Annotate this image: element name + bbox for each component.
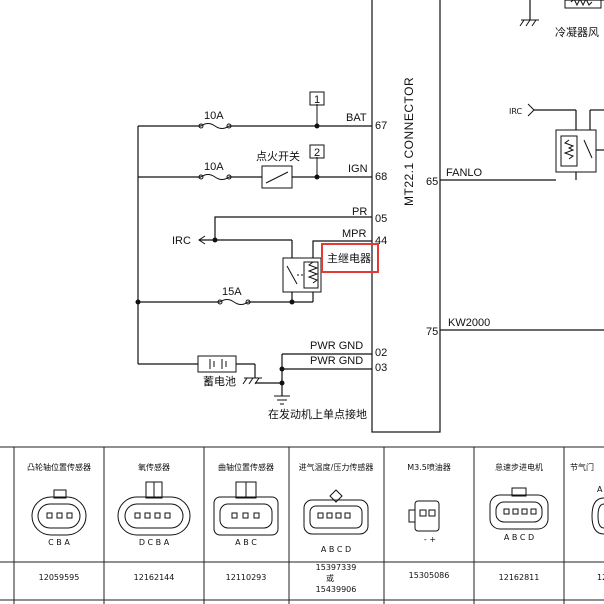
pin-kw2000-num: 75 bbox=[426, 326, 438, 338]
part-number: 12162144 bbox=[134, 573, 175, 582]
table-header: 进气温度/压力传感器 bbox=[299, 462, 374, 472]
pin-pwrgnd1-name: PWR GND bbox=[310, 340, 363, 352]
o2-sensor-connector-icon bbox=[117, 481, 191, 536]
irc-label-right: IRC bbox=[509, 107, 523, 116]
marker-1: 1 bbox=[314, 94, 320, 106]
fuse-2-term bbox=[226, 174, 232, 180]
injector-connector-icon bbox=[408, 500, 440, 532]
main-relay-highlight bbox=[321, 243, 379, 273]
part-number: 12110293 bbox=[226, 573, 267, 582]
ignition-switch-label: 点火开关 bbox=[256, 149, 300, 163]
fuse-1 bbox=[200, 123, 230, 129]
pin-bat-num: 67 bbox=[375, 120, 387, 132]
fuse-2-term bbox=[198, 174, 204, 180]
pr-wire bbox=[214, 216, 372, 240]
part-number: 15439906 bbox=[316, 585, 357, 594]
main-relay-box bbox=[282, 257, 322, 293]
pin-ign-name: IGN bbox=[348, 163, 368, 175]
ignition-switch-blade bbox=[265, 171, 289, 184]
map-sensor-connector-icon bbox=[303, 489, 369, 535]
pin-bat-name: BAT bbox=[346, 112, 367, 124]
table-header: 凸轮轴位置传感器 bbox=[27, 462, 91, 472]
pin-kw2000-name: KW2000 bbox=[448, 317, 490, 329]
connector-pin-labels: - + bbox=[424, 535, 436, 544]
pwr-gnd-junction bbox=[279, 366, 285, 372]
connector-pin-labels: A B C D bbox=[504, 533, 534, 542]
fan-relay-coil-frame bbox=[560, 135, 578, 167]
marker-2-box bbox=[309, 144, 325, 159]
fan-relay-switch-icon bbox=[583, 139, 593, 159]
relay-coil-icon bbox=[307, 261, 319, 284]
fuse-3-term bbox=[245, 299, 251, 305]
condenser-fan-label: 冷凝器风 bbox=[555, 25, 599, 39]
sensor-table bbox=[0, 446, 604, 604]
relay-switch-icon bbox=[286, 265, 298, 285]
table-header: 氧传感器 bbox=[138, 462, 170, 472]
fuse-3-term bbox=[217, 299, 223, 305]
fuse-1-term bbox=[198, 123, 204, 129]
irc-label-left: IRC bbox=[172, 235, 191, 247]
fuse-1-term bbox=[226, 123, 232, 129]
fan-coil-icon bbox=[570, 0, 593, 7]
pin-pr-num: 05 bbox=[375, 213, 387, 225]
part-number: 12162811 bbox=[499, 573, 540, 582]
fuse-2-label: 10A bbox=[204, 161, 224, 173]
ground-icon bbox=[519, 19, 539, 27]
pin-pwrgnd2-num: 03 bbox=[375, 362, 387, 374]
relay-coil-frame bbox=[303, 261, 319, 289]
pin-mpr-name: MPR bbox=[342, 228, 367, 240]
engine-ground-icon bbox=[274, 395, 290, 405]
fuse-1-label: 10A bbox=[204, 110, 224, 122]
connector-pin-labels: A B C bbox=[235, 538, 257, 547]
fan-component bbox=[564, 0, 602, 9]
pin-ign-num: 68 bbox=[375, 171, 387, 183]
pin-pwrgnd2-name: PWR GND bbox=[310, 355, 363, 367]
main-relay-label: 主继电器 bbox=[327, 252, 371, 265]
bus-junction bbox=[135, 299, 141, 305]
irc-arrow-icon bbox=[198, 235, 206, 245]
part-number: 12059595 bbox=[39, 573, 80, 582]
ecu-connector-box bbox=[371, 0, 441, 433]
battery-label: 蓄电池 bbox=[203, 375, 236, 388]
connector-pin-labels: A B C D bbox=[321, 545, 351, 554]
marker-2: 2 bbox=[314, 147, 320, 159]
pin-fanlo-name: FANLO bbox=[446, 167, 483, 179]
pin-pwrgnd1-num: 02 bbox=[375, 347, 387, 359]
part-number: 15305086 bbox=[409, 571, 450, 580]
connector-pin-labels: D C B A bbox=[139, 538, 170, 547]
table-header: M3.5喷油器 bbox=[407, 462, 451, 472]
connector-pin-labels: C B A bbox=[48, 538, 70, 547]
pin-fanlo-num: 65 bbox=[426, 176, 438, 188]
fan-relay-coil-icon bbox=[563, 139, 575, 160]
ignition-switch-box bbox=[261, 165, 293, 189]
table-header: 节气门 bbox=[570, 462, 594, 472]
table-header: 曲轴位置传感器 bbox=[218, 462, 274, 472]
table-header: 怠速步进电机 bbox=[495, 462, 543, 472]
part-number: 15397339 bbox=[316, 563, 357, 572]
marker-1-box bbox=[309, 91, 325, 106]
fuse-2 bbox=[200, 174, 230, 180]
part-number: 12 bbox=[597, 573, 604, 582]
irc-arrow-icon bbox=[527, 103, 535, 117]
ground-note: 在发动机上单点接地 bbox=[268, 407, 367, 421]
part-number: 或 bbox=[326, 573, 334, 583]
cam-sensor-connector-icon bbox=[31, 489, 87, 536]
battery-box bbox=[197, 355, 237, 373]
crank-sensor-connector-icon bbox=[213, 481, 279, 536]
pin-pr-name: PR bbox=[352, 206, 367, 218]
iac-motor-connector-icon bbox=[489, 487, 549, 530]
pin-mpr-num: 44 bbox=[375, 235, 387, 247]
fuse-3 bbox=[219, 299, 249, 305]
mpr-wire bbox=[312, 240, 372, 258]
connector-pin-labels: A bbox=[597, 485, 603, 494]
connector-title: MT22.1 CONNECTOR bbox=[402, 77, 416, 206]
throttle-sensor-connector-icon bbox=[591, 497, 604, 535]
fuse-3-label: 15A bbox=[222, 286, 242, 298]
